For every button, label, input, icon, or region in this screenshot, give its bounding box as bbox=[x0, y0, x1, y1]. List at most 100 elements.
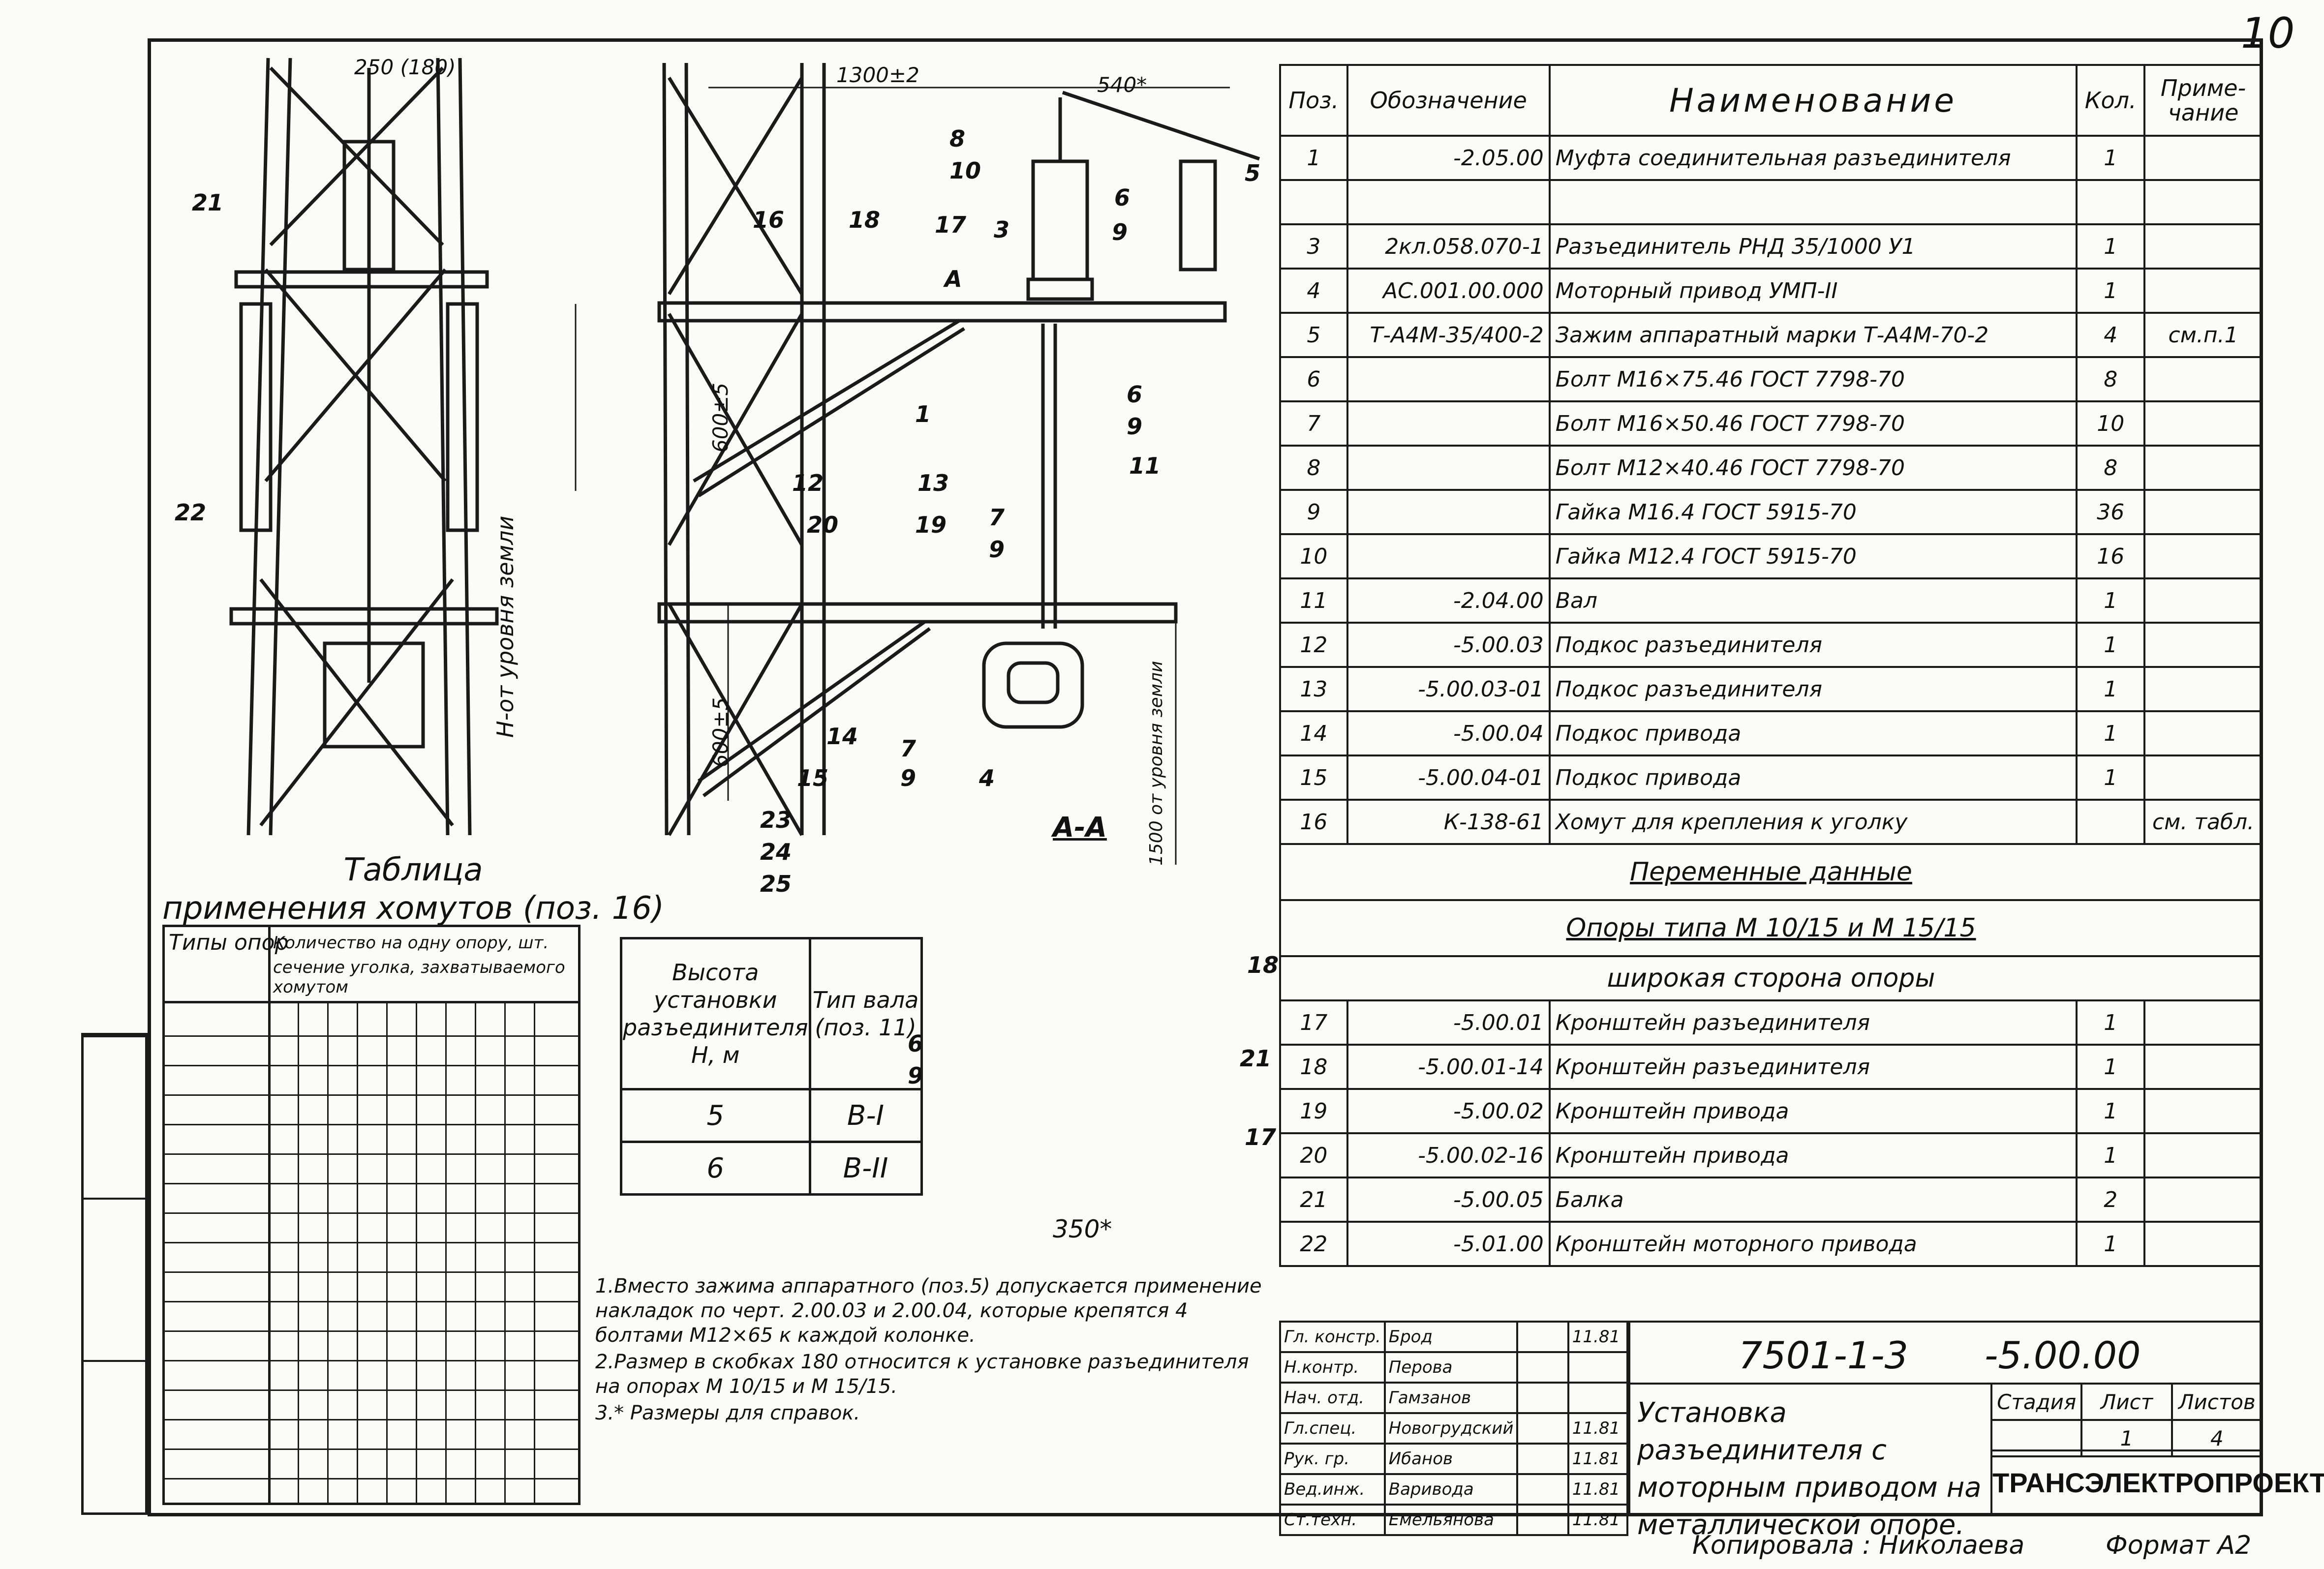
spec-designation bbox=[1346, 400, 1551, 447]
spec-name: Гайка М12.4 ГОСТ 5915-70 bbox=[1548, 533, 2078, 579]
spec-qty: 1 bbox=[2076, 223, 2146, 270]
clamp-grid-line bbox=[475, 1001, 476, 1503]
callout-15: 15 bbox=[797, 765, 829, 791]
footer-copied-by: Копировала : Николаева bbox=[1692, 1531, 2025, 1560]
shaft-type-table: Высота установки разъединителя Н, м Тип … bbox=[620, 937, 923, 1196]
clamp-grid-line bbox=[357, 1001, 358, 1503]
organization-name: ТРАНСЭЛЕКТРОПРОЕКТ bbox=[1990, 1449, 2324, 1516]
clamp-col-qty: Количество на одну опору, шт. bbox=[273, 933, 549, 953]
spec-pos: 6 bbox=[1279, 356, 1348, 402]
spec-note bbox=[2143, 1088, 2263, 1134]
clamp-grid-line bbox=[165, 1448, 578, 1450]
spec-designation bbox=[1346, 445, 1551, 491]
spec-row bbox=[1279, 179, 2263, 225]
clamp-table-caption-2: применения хомутов (поз. 16) bbox=[162, 890, 664, 927]
callout-9c: 9 bbox=[989, 536, 1005, 563]
dim-600-lower: 600±5 bbox=[708, 697, 733, 767]
spec-name: Подкос разъединителя bbox=[1548, 666, 2078, 712]
clamp-table-caption-1: Таблица bbox=[343, 852, 483, 888]
spec-qty: 1 bbox=[2076, 710, 2146, 756]
callout-18b: 18 bbox=[1247, 952, 1279, 978]
spec-section: Переменные данные Опоры типа М 10/15 и М… bbox=[1279, 843, 2263, 1001]
callout-23: 23 bbox=[760, 807, 792, 833]
spec-qty: 16 bbox=[2076, 533, 2146, 579]
staff-role: Ст.техн. bbox=[1279, 1504, 1386, 1536]
spec-name: Кронштейн разъединителя bbox=[1548, 999, 2078, 1046]
spec-note: см.п.1 bbox=[2143, 312, 2263, 358]
spec-header-row: Поз. Обозначение Наименование Кол. Приме… bbox=[1279, 64, 2263, 137]
clamp-grid-line bbox=[165, 1153, 578, 1155]
clamp-grid-line bbox=[165, 1389, 578, 1391]
spec-name: Муфта соединительная разъединителя bbox=[1548, 135, 2078, 181]
spec-qty: 1 bbox=[2076, 622, 2146, 668]
spec-name: Кронштейн привода bbox=[1548, 1088, 2078, 1134]
spec-designation: -2.04.00 bbox=[1346, 577, 1551, 624]
spec-pos: 14 bbox=[1279, 710, 1348, 756]
spec-note bbox=[2143, 223, 2263, 270]
callout-13: 13 bbox=[917, 470, 949, 496]
title-block-stage: Стадия Лист Листов 1 4 bbox=[1990, 1383, 2263, 1457]
clamp-grid-line bbox=[165, 1360, 578, 1361]
staff-name: Емельянова bbox=[1383, 1504, 1519, 1536]
clamp-grid-line bbox=[165, 1301, 578, 1302]
clamp-grid-line bbox=[445, 1001, 447, 1503]
staff-date bbox=[1567, 1382, 1629, 1414]
staff-date: 11.81 bbox=[1567, 1443, 1629, 1475]
spec-name: Гайка М16.4 ГОСТ 5915-70 bbox=[1548, 489, 2078, 535]
clamp-grid-line bbox=[504, 1001, 506, 1503]
staff-name: Брод bbox=[1383, 1321, 1519, 1353]
callout-14: 14 bbox=[826, 723, 858, 750]
callout-9: 9 bbox=[1112, 219, 1128, 245]
spec-pos: 8 bbox=[1279, 445, 1348, 491]
spec-qty: 1 bbox=[2076, 268, 2146, 314]
spec-designation: -5.00.02 bbox=[1346, 1088, 1551, 1134]
spec-note bbox=[2143, 400, 2263, 447]
staff-name: Ибанов bbox=[1383, 1443, 1519, 1475]
spec-pos: 7 bbox=[1279, 400, 1348, 447]
clamp-grid-line bbox=[534, 1001, 535, 1503]
spec-name: Моторный привод УМП-II bbox=[1548, 268, 2078, 314]
drawing-number: -5.00.00 bbox=[1985, 1333, 2141, 1377]
clamp-grid-line bbox=[165, 1065, 578, 1066]
staff-role: Нач. отд. bbox=[1279, 1382, 1386, 1414]
clamp-grid-line bbox=[165, 1001, 578, 1003]
callout-3: 3 bbox=[994, 216, 1010, 243]
spec-header-qty: Кол. bbox=[2076, 64, 2146, 137]
drawing-code: 7501-1-3 bbox=[1739, 1333, 1908, 1377]
tower-left-view bbox=[229, 58, 499, 836]
callout-21: 21 bbox=[192, 189, 224, 216]
spec-designation: 2кл.058.070-1 bbox=[1346, 223, 1551, 270]
staff-signature bbox=[1516, 1321, 1569, 1353]
staff-signature bbox=[1516, 1382, 1569, 1414]
spec-note bbox=[2143, 533, 2263, 579]
clamp-grid-line bbox=[165, 1271, 578, 1273]
spec-pos: 9 bbox=[1279, 489, 1348, 535]
note-1: 1.Вместо зажима аппаратного (поз.5) допу… bbox=[595, 1275, 1262, 1347]
shaft-table-type: В-II bbox=[808, 1141, 923, 1196]
callout-11: 11 bbox=[1129, 453, 1161, 479]
callout-9d: 9 bbox=[900, 765, 917, 791]
spec-pos: 10 bbox=[1279, 533, 1348, 579]
callout-19: 19 bbox=[915, 512, 947, 538]
spec-name: Вал bbox=[1548, 577, 2078, 624]
spec-qty: 1 bbox=[2076, 135, 2146, 181]
spec-section-title: Переменные данные bbox=[1279, 843, 2263, 901]
spec-pos: 21 bbox=[1279, 1177, 1348, 1223]
spec-designation bbox=[1346, 489, 1551, 535]
drawing-notes: 1.Вместо зажима аппаратного (поз.5) допу… bbox=[595, 1274, 1274, 1427]
callout-22: 22 bbox=[175, 499, 207, 526]
spec-qty: 1 bbox=[2076, 999, 2146, 1046]
staff-name: Новогрудский bbox=[1383, 1412, 1519, 1445]
spec-name bbox=[1548, 179, 2078, 225]
clamp-table-caption: Таблица применения хомутов (поз. 16) bbox=[162, 851, 664, 928]
staff-date: 11.81 bbox=[1567, 1321, 1629, 1353]
spec-qty: 1 bbox=[2076, 1044, 2146, 1090]
shaft-table-type: В-I bbox=[808, 1088, 923, 1143]
spec-pos: 18 bbox=[1279, 1044, 1348, 1090]
